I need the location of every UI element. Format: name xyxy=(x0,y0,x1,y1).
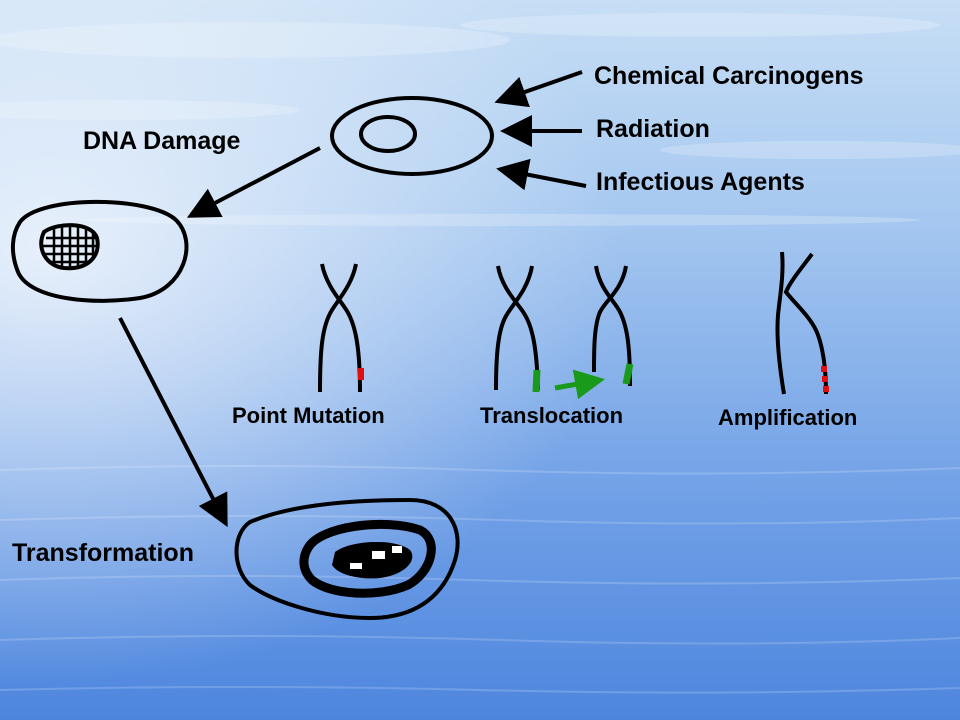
translocation-mark-right xyxy=(622,363,634,385)
label-amplification: Amplification xyxy=(718,405,858,430)
translocation-arrow xyxy=(554,369,605,400)
label-translocation: Translocation xyxy=(480,403,624,428)
label-dna-damage: DNA Damage xyxy=(83,127,241,155)
cloud-streaks xyxy=(0,13,960,226)
arrow-infectious xyxy=(496,158,587,191)
arrow-to-transformed-cell xyxy=(118,317,228,528)
arrow-chemical xyxy=(494,70,583,108)
transformed-nucleus xyxy=(299,519,436,598)
normal-nucleus xyxy=(359,115,417,153)
label-radiation: Radiation xyxy=(596,115,710,143)
label-point-mutation: Point Mutation xyxy=(232,403,385,428)
amplification-chromosome xyxy=(775,251,829,395)
label-transformation: Transformation xyxy=(12,539,194,567)
transformed-cell xyxy=(234,497,460,621)
point-mutation-chromosome xyxy=(318,263,364,393)
damaged-cell xyxy=(11,199,189,303)
normal-cell xyxy=(330,96,494,176)
translocation-mark-left xyxy=(532,369,541,393)
label-chemical-carcinogens: Chemical Carcinogens xyxy=(594,62,864,90)
damaged-dna-grid xyxy=(42,225,98,268)
translocation-chromosomes xyxy=(494,265,634,400)
cause-arrows xyxy=(494,70,587,191)
label-infectious-agents: Infectious Agents xyxy=(596,168,805,196)
arrow-to-damaged-cell xyxy=(186,146,321,218)
water-ripples xyxy=(0,465,960,694)
